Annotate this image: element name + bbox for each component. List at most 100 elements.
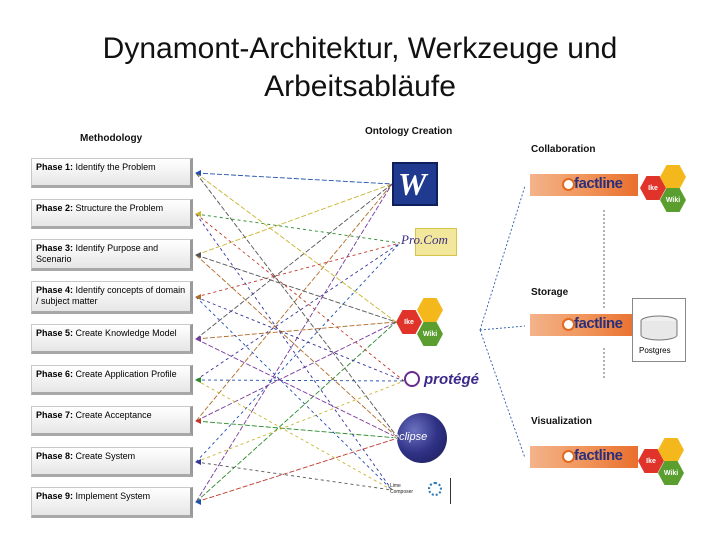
arrowhead [195,418,201,424]
phase-1: Phase 1: Identify the Problem [31,158,193,188]
phase-number: Phase 7: [36,410,74,420]
factline-text: factline [574,175,623,192]
phase-tool-connector [195,172,393,185]
ikewiki-hex-yellow [417,298,443,322]
arrowhead [195,211,201,217]
protege-logo: protégé [404,370,480,394]
arrowhead [195,499,201,505]
phase-text: Implement System [75,491,151,501]
phase-text: Identify concepts of domain / subject ma… [36,285,186,306]
phase-tool-connector [195,380,405,463]
title-line-2: Arbeitsabläufe [264,70,456,103]
arrowhead [195,459,201,465]
phase-7: Phase 7: Create Acceptance [31,406,193,436]
phase-text: Create Knowledge Model [75,328,177,338]
factline-spiral-icon [562,450,575,463]
phase-tool-connector [195,172,397,323]
procom-text: Pro.Com [401,232,448,247]
phase-number: Phase 3: [36,243,74,253]
phase-tool-connector [195,183,393,340]
phase-tool-connector [195,213,401,244]
arrowhead [195,336,201,342]
word-logo: W [392,162,438,206]
tool-visualization-connector [479,329,526,459]
eclipse-text: eclipse [393,431,428,443]
phase-6: Phase 6: Create Application Profile [31,365,193,395]
methodology-heading: Methodology [80,133,143,144]
phase-5: Phase 5: Create Knowledge Model [31,324,193,354]
factline-spiral-icon [562,178,575,191]
storage-heading: Storage [531,287,569,298]
phase-tool-connector [195,437,399,503]
ontology-creation-heading: Ontology Creation [365,126,453,137]
phase-number: Phase 4: [36,285,74,295]
phase-tool-connector [195,296,405,382]
phase-tool-connector [195,321,397,422]
factline-bar-collaboration: factline [530,174,638,196]
phase-tool-connector [195,379,405,382]
phase-tool-connector [195,242,401,463]
postgres-label: Postgres [639,346,671,355]
phase-text: Create Application Profile [75,369,177,379]
phase-tool-connector [195,321,397,340]
factline-bar-storage: factline [530,314,638,336]
collaboration-heading: Collaboration [531,144,596,155]
factline-text: factline [574,447,623,464]
ikewiki-hex-green: Wiki [417,322,443,346]
phase-text: Identify Purpose and Scenario [36,243,159,264]
word-letter: W [398,166,427,202]
ikewiki-logo-center: Ike Wiki [393,296,453,348]
title-line-1: Dynamont-Architektur, Werkzeuge und [102,32,618,65]
arrowhead [195,170,201,176]
lime-gear-icon [428,482,442,496]
procom-logo: Pro.Com [399,228,457,256]
phase-tool-connector [195,338,399,439]
eclipse-logo: eclipse [393,413,447,463]
factline-text: factline [574,315,623,332]
phase-tool-connector [195,183,393,503]
phase-tool-connector [195,321,397,503]
phase-4: Phase 4: Identify concepts of domain / s… [31,281,193,314]
tool-storage-connector [479,325,526,331]
phase-9: Phase 9: Implement System [31,487,193,518]
phase-tool-connector [195,172,399,439]
phase-tool-connector [195,213,393,491]
phase-tool-connector [195,420,399,439]
phase-tool-connector [195,461,393,491]
database-icon [640,315,678,341]
tool-collaboration-connector [479,185,526,331]
factline-spiral-icon [562,318,575,331]
arrowhead [195,252,201,258]
protege-text: protégé [424,371,480,388]
phase-tool-connector [195,296,393,491]
phase-3: Phase 3: Identify Purpose and Scenario [31,239,193,271]
phase-number: Phase 5: [36,328,74,338]
phase-8: Phase 8: Create System [31,447,193,477]
phase-number: Phase 2: [36,203,74,213]
phase-tool-connector [195,379,393,491]
phase-tool-connector [195,183,393,422]
phase-2: Phase 2: Structure the Problem [31,199,193,229]
phase-text: Create System [75,451,136,461]
phase-number: Phase 6: [36,369,74,379]
phase-tool-connector [195,254,397,323]
ikewiki-hex-red: Ike [396,310,422,334]
phase-tool-connector [195,242,401,298]
phase-tool-connector [195,213,405,382]
lime-text: Lime Composer [390,483,414,495]
phase-text: Identify the Problem [75,162,156,172]
phase-tool-connector [195,242,401,381]
phase-tool-connector [195,254,399,439]
phase-number: Phase 8: [36,451,74,461]
postgres-box: Postgres [632,298,686,362]
arrowhead [195,377,201,383]
protege-swirl-icon [404,371,420,387]
visualization-heading: Visualization [531,416,592,427]
factline-bar-visualization: factline [530,446,638,468]
procom-shape [415,228,457,256]
phase-number: Phase 9: [36,491,74,501]
phase-text: Create Acceptance [75,410,152,420]
phase-text: Structure the Problem [75,203,164,213]
arrowhead [195,294,201,300]
lime-composer-logo: Lime Composer [390,478,451,504]
